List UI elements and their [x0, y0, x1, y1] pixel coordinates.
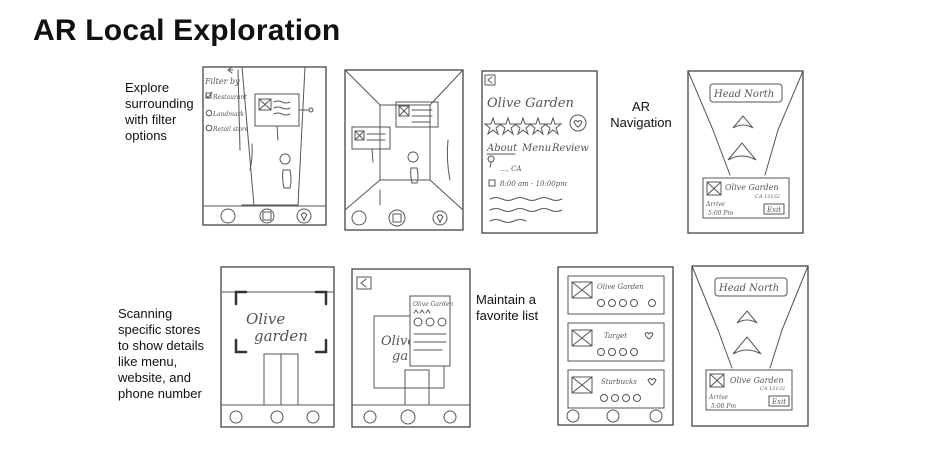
tab-review: Review — [551, 143, 589, 154]
arrive-label-2: Arrive — [708, 394, 728, 401]
filter-retail-label: Retail store — [212, 126, 249, 133]
arrow-up-icon — [732, 115, 754, 129]
exit-button-2: Exit — [771, 398, 786, 406]
sketch-frame-store-detail: Olive Garden About Menu Review ..., CA 8… — [481, 70, 598, 234]
detail-address: ..., CA — [500, 165, 522, 173]
sketch-frame-scanning: Olive garden — [220, 266, 335, 428]
caption-explore: Explore surrounding with filter options — [125, 80, 194, 143]
fav-item-2: Target — [604, 332, 627, 340]
scan-text-olive: Olive — [246, 310, 285, 328]
arrive-time-2: 5:00 Pm — [711, 403, 736, 410]
exit-button: Exit — [766, 206, 781, 214]
clock-icon — [488, 179, 496, 187]
nav-store-state: CA 12132 — [755, 194, 780, 200]
popup-title: Olive Garden — [413, 301, 453, 308]
caption-ar-navigation: AR Navigation — [610, 99, 672, 130]
sketch-frame-favorites: Olive Garden Target Starbucks — [557, 266, 674, 426]
popup-bg-garden: ga — [392, 349, 408, 364]
location-pin-icon — [487, 155, 495, 168]
nav-store-name: Olive Garden — [725, 183, 778, 192]
rating-stars — [483, 116, 563, 136]
scan-text-garden: garden — [254, 327, 308, 345]
arrive-label: Arrive — [705, 201, 725, 208]
sketch-frame-ar-navigation-2: Head North Olive Garden CA 12132 Arrive … — [691, 265, 809, 427]
popup-bg-olive: Olive — [381, 334, 415, 349]
tab-menu: Menu — [521, 143, 551, 154]
tab-about: About — [486, 143, 518, 154]
fav-item-3: Starbucks — [601, 378, 637, 386]
arrive-time: 5:00 Pm — [708, 210, 733, 217]
sketch-frame-scan-popup: Olive ga Olive Garden — [351, 268, 471, 428]
sketch-frame-ar-navigation: Head North Olive Garden CA 12132 Arrive … — [687, 70, 804, 234]
filter-by-label: Filter by — [204, 77, 240, 86]
head-north-label: Head North — [713, 89, 774, 100]
filter-landmark-label: Landmark — [212, 111, 244, 118]
sketch-frame-explore-filter: Filter by Restaurant Landmark Retail sto… — [202, 66, 327, 226]
nav-store-state-2: CA 12132 — [760, 386, 785, 392]
fav-item-1: Olive Garden — [597, 283, 644, 291]
detail-hours: 8:00 am - 10:00pm — [500, 180, 567, 188]
nav-store-name-2: Olive Garden — [730, 376, 783, 385]
filter-restaurant-label: Restaurant — [212, 94, 247, 101]
head-north-label-2: Head North — [718, 283, 779, 294]
detail-store-name: Olive Garden — [487, 96, 574, 111]
caption-favorite: Maintain a favorite list — [476, 292, 539, 323]
caption-scanning: Scanning specific stores to show details… — [118, 306, 204, 401]
sketch-frame-explore-cards — [344, 69, 464, 231]
page-title: AR Local Exploration — [33, 14, 341, 47]
